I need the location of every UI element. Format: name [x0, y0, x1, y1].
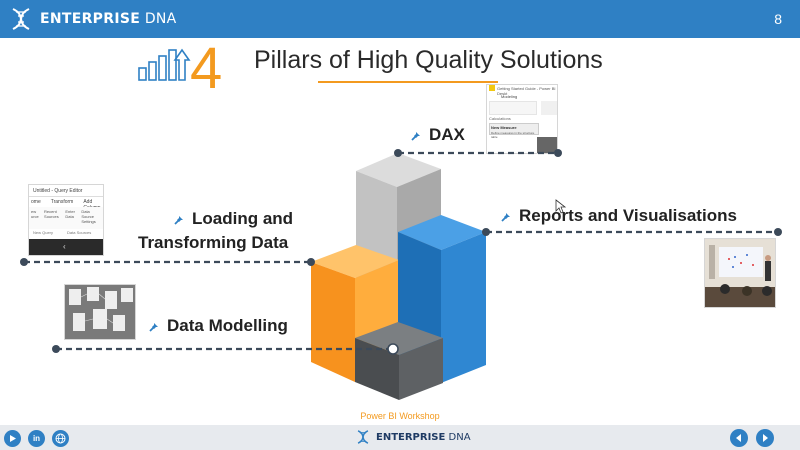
data-model-thumbnail [64, 284, 136, 340]
footer-bar [0, 425, 800, 450]
presentation-photo-thumbnail [704, 238, 776, 308]
connector-dot [52, 345, 60, 353]
ribbon-button: ew urce [31, 209, 39, 219]
pillar-loading-line2: Transforming Data [138, 231, 288, 255]
ribbon-group: New Query [33, 230, 54, 235]
dax-menu: Modeling [501, 94, 518, 99]
presentation-photo [705, 239, 775, 307]
pin-icon [149, 322, 158, 332]
dna-icon [12, 8, 30, 30]
dna-icon [357, 430, 369, 444]
brand-name-thin: DNA [140, 11, 177, 27]
dark-block-top [355, 322, 443, 355]
query-editor-thumbnail: Untitled - Query Editor ome Transform Ad… [28, 184, 104, 256]
pin-icon [501, 212, 510, 222]
dax-window-title: Getting Started Guide - Power BI Deskt [497, 86, 556, 96]
query-editor-tab: Transform [50, 199, 74, 205]
pillar-reports: Reports and Visualisations [500, 204, 737, 228]
powerbi-icon [489, 85, 495, 91]
growth-chart-icon [138, 48, 191, 81]
dax-section: Calculations [489, 116, 511, 121]
ribbon-button: Data Source Settings [81, 209, 96, 224]
dax-ribbon-right [541, 101, 557, 115]
pillar-loading-label-line2: Transforming Data [138, 233, 289, 252]
dax-dark-panel [537, 137, 557, 153]
dax-new-measure-desc: Define measures in the structure table [491, 131, 535, 139]
query-editor-pane: ‹ [29, 239, 103, 255]
footer-brand-name: ENTERPRISE DNA [376, 432, 471, 443]
dax-tooltip: New Measure Define measures in the struc… [489, 123, 539, 139]
slide-title: Pillars of High Quality Solutions [254, 46, 603, 74]
header-bar: ENTERPRISE DNA 8 [0, 0, 800, 38]
linkedin-icon[interactable]: in [28, 430, 45, 447]
chevron-left-icon: ‹ [63, 242, 66, 251]
blue-block-top [398, 215, 486, 250]
pin-icon [174, 215, 183, 225]
pillar-loading-label-line1: Loading and [192, 209, 294, 228]
previous-slide-button[interactable] [730, 429, 748, 447]
query-editor-groups: New Query Data Sources [29, 229, 103, 239]
data-model-diagram [69, 287, 133, 331]
arrow-left-icon [736, 434, 741, 442]
workshop-caption: Power BI Workshop [360, 411, 440, 421]
brand-logo: ENTERPRISE DNA [8, 6, 177, 32]
query-editor-tab: ome [31, 199, 41, 205]
ribbon-button: Recent Sources [44, 209, 59, 219]
youtube-icon[interactable] [4, 430, 21, 447]
pillar-reports-label: Reports and Visualisations [519, 206, 737, 225]
pillar-loading: Loading and [173, 207, 293, 231]
connector-dot [554, 149, 562, 157]
mouse-cursor-icon [555, 199, 567, 214]
connector-dot [307, 258, 315, 266]
connector-dot-open [387, 343, 399, 355]
dark-block-right [399, 338, 443, 400]
footer-brand: ENTERPRISE DNA [355, 428, 471, 446]
pillar-modelling: Data Modelling [148, 314, 288, 338]
blue-block-right [441, 232, 486, 383]
connector-dot [394, 149, 402, 157]
connector-dot [774, 228, 782, 236]
ribbon-button: Enter Data [65, 209, 75, 219]
query-editor-title: Untitled - Query Editor [29, 185, 103, 197]
pillar-dax-label: DAX [429, 125, 465, 144]
orange-block-left [311, 262, 355, 382]
orange-block-top [311, 245, 399, 278]
dax-ribbon [489, 101, 537, 115]
globe-icon[interactable] [52, 430, 69, 447]
brand-name: ENTERPRISE DNA [40, 11, 177, 27]
ribbon-group: Data Sources [67, 230, 92, 235]
pin-icon [411, 131, 420, 141]
connector-dot [482, 228, 490, 236]
arrow-right-icon [763, 434, 768, 442]
slide-number-big: 4 [190, 36, 223, 101]
query-editor-ribbon: ew urce Recent Sources Enter Data Data S… [29, 207, 103, 229]
pillar-modelling-label: Data Modelling [167, 316, 288, 335]
footer-brand-bold: ENTERPRISE [376, 431, 446, 443]
brand-name-bold: ENTERPRISE [40, 11, 141, 27]
next-slide-button[interactable] [756, 429, 774, 447]
connector-dot [20, 258, 28, 266]
footer-brand-thin: DNA [445, 431, 471, 443]
pillar-dax: DAX [410, 123, 465, 147]
dax-new-measure-label: New Measure [491, 125, 517, 130]
title-underline [318, 81, 498, 83]
dax-thumbnail: Getting Started Guide - Power BI Deskt M… [486, 84, 558, 154]
page-number: 8 [774, 11, 782, 27]
dark-block-left [355, 338, 399, 400]
gray-block-top [356, 153, 441, 187]
